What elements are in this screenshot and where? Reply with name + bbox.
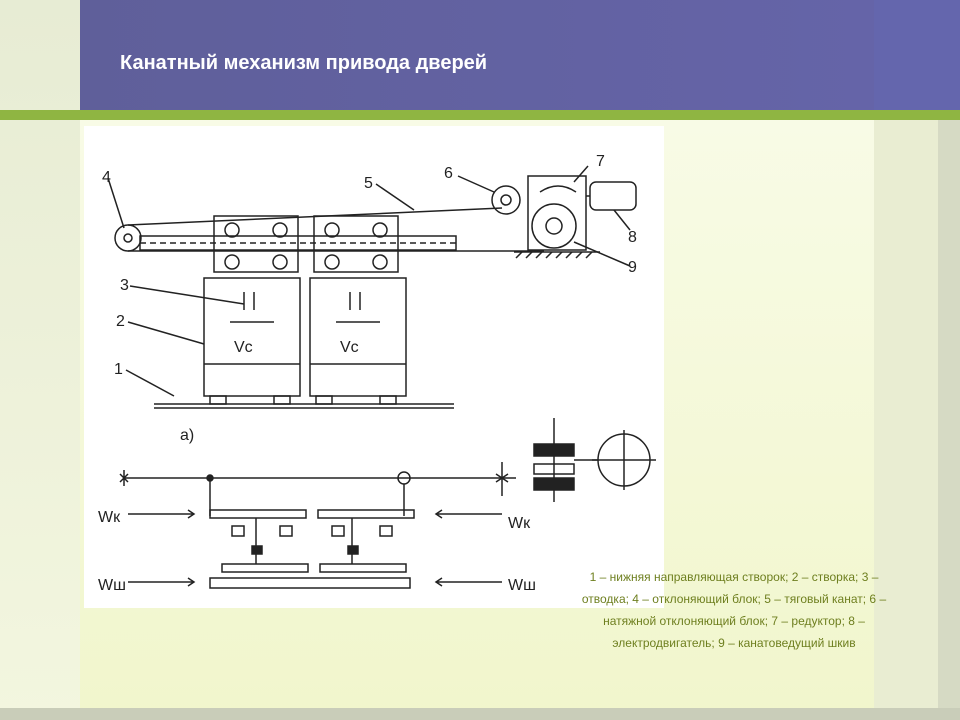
callout-5: 5	[364, 175, 373, 192]
force-wsh-right: Wш	[508, 577, 536, 594]
subfigure-label: а)	[180, 427, 194, 444]
floor-rollers	[209, 395, 397, 405]
door-leaf-right	[309, 277, 407, 397]
mechanism-diagram: 4 5 6 7 8 9 3 2 1 Vc Vc а) Wк Wк Wш Wш	[84, 126, 664, 608]
callout-1: 1	[114, 361, 123, 378]
callout-3: 3	[120, 277, 129, 294]
lower-leaf-bar	[209, 577, 411, 589]
tension-block-6	[491, 185, 521, 215]
door-leaf-left	[203, 277, 301, 397]
title-bar	[80, 0, 874, 110]
slide-title: Канатный механизм привода дверей	[120, 52, 488, 74]
force-wk-right: Wк	[508, 515, 531, 532]
right-decor-strip	[874, 0, 960, 720]
deflecting-block-4	[114, 224, 142, 252]
callout-4: 4	[102, 169, 111, 186]
bottom-bar	[0, 708, 960, 720]
velocity-label-left: Vc	[234, 339, 253, 356]
drive-sheave-9	[531, 203, 577, 249]
callout-7: 7	[596, 153, 605, 170]
title-bar-accent	[874, 0, 960, 110]
force-wsh-left: Wш	[98, 577, 126, 594]
reducer-7	[527, 175, 587, 251]
callout-6: 6	[444, 165, 453, 182]
callout-9: 9	[628, 259, 637, 276]
callout-8: 8	[628, 229, 637, 246]
callout-2: 2	[116, 313, 125, 330]
carriage-rollers	[224, 222, 388, 270]
diagram-caption: 1 – нижняя направляющая створок; 2 – ств…	[581, 570, 887, 650]
left-decor-strip	[0, 0, 80, 720]
motor-8	[589, 181, 637, 211]
force-wk-left: Wк	[98, 509, 121, 526]
velocity-label-right: Vc	[340, 339, 359, 356]
accent-bar	[0, 110, 960, 120]
schematic-rollers	[231, 525, 393, 555]
